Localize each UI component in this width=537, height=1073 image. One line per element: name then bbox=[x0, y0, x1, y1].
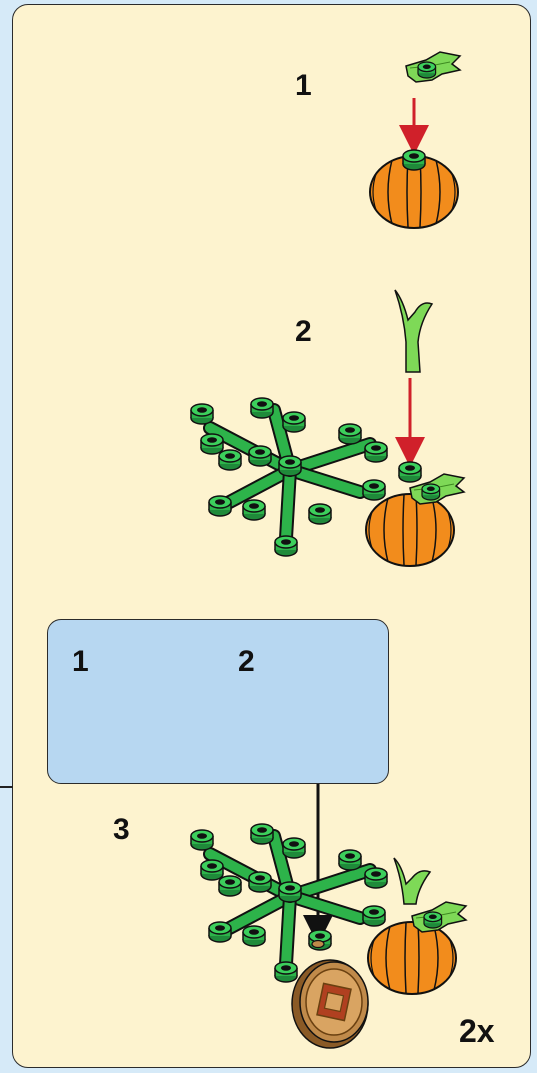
step2-stem-piece bbox=[395, 290, 432, 372]
step2-branch-plant bbox=[191, 398, 387, 556]
sub-assembly-box: 1 2 bbox=[47, 619, 389, 784]
step-number-3: 3 bbox=[113, 815, 130, 845]
step3-branch-plant bbox=[191, 824, 387, 982]
step-number-1: 1 bbox=[295, 71, 312, 101]
sub-step-number-2: 2 bbox=[238, 647, 255, 677]
sub-step-number-1: 1 bbox=[72, 647, 89, 677]
step1-leaf-piece bbox=[406, 52, 460, 82]
step1-pumpkin bbox=[370, 150, 458, 228]
step3-round-tile bbox=[292, 941, 368, 1049]
step2-pumpkin bbox=[366, 462, 464, 566]
quantity-multiplier: 2x bbox=[459, 1013, 495, 1050]
step-number-2: 2 bbox=[295, 317, 312, 347]
